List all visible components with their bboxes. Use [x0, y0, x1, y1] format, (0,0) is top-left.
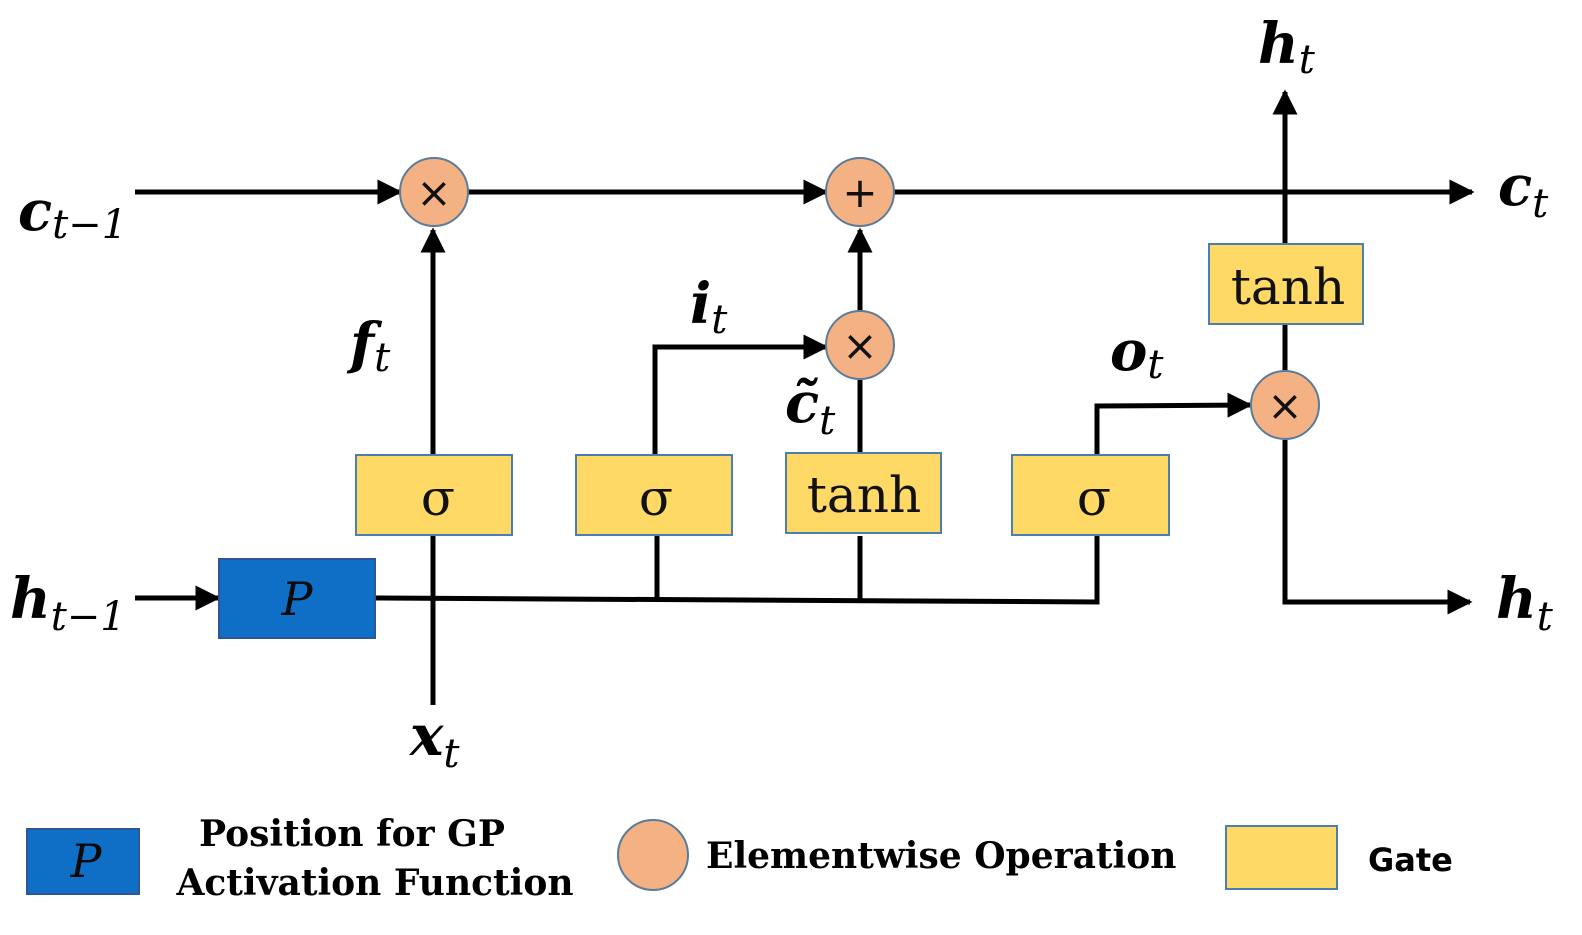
legend-gate-label: Gate — [1368, 841, 1453, 879]
label-h-t-right: ht — [1496, 566, 1554, 640]
forget-gate-label: σ — [421, 469, 455, 527]
legend-gate-swatch — [1225, 825, 1338, 890]
label-c-t: ct — [1498, 153, 1549, 227]
label-c-prev: ct−1 — [18, 178, 127, 248]
p-block-label: P — [281, 572, 314, 626]
label-i-t: it — [690, 271, 728, 343]
hidden-bus-wire — [375, 536, 1100, 605]
legend-gate-item: Gate — [1225, 825, 1453, 890]
label-o-t: ot — [1110, 318, 1164, 388]
legend-p-label-line2: Activation Function — [175, 862, 573, 904]
legend-op-item: Elementwise Operation — [617, 819, 1176, 891]
forget-multiply-op: × — [399, 157, 469, 227]
legend: P Position for GP Activation Function El… — [26, 813, 1453, 904]
cell-tanh-gate: tanh — [1208, 243, 1364, 325]
output-gate: σ — [1011, 454, 1170, 536]
label-h-prev: ht−1 — [10, 566, 126, 640]
label-f-t: ft — [346, 311, 391, 381]
cell-tanh-label: tanh — [1231, 258, 1345, 316]
legend-p-item: P Position for GP Activation Function — [26, 813, 574, 904]
input-gate: σ — [575, 454, 733, 536]
output-multiply-op: × — [1250, 370, 1320, 440]
forget-gate: σ — [355, 454, 513, 536]
input-gate-label: σ — [639, 469, 673, 527]
candidate-gate: tanh — [785, 452, 942, 534]
cell-add-symbol: + — [842, 168, 877, 217]
input-multiply-op: × — [825, 310, 895, 380]
legend-op-label: Elementwise Operation — [706, 835, 1176, 877]
legend-p-symbol: P — [70, 834, 103, 888]
forget-multiply-symbol: × — [416, 168, 451, 217]
input-gate-output-wire — [652, 334, 829, 455]
hidden-output-wire — [1282, 440, 1473, 615]
label-x-t: xt — [409, 703, 460, 777]
candidate-gate-label: tanh — [807, 466, 921, 524]
legend-op-swatch — [617, 819, 689, 891]
input-multiply-symbol: × — [842, 321, 877, 370]
legend-p-label-line1: Position for GP — [199, 813, 505, 855]
legend-p-swatch — [26, 828, 140, 895]
p-block: P — [218, 558, 376, 639]
label-c-tilde: c̃t — [785, 370, 836, 444]
output-gate-label: σ — [1077, 469, 1111, 527]
wires — [135, 89, 1475, 705]
label-h-t-top: ht — [1258, 11, 1316, 83]
output-multiply-symbol: × — [1267, 381, 1302, 430]
cell-add-op: + — [825, 157, 895, 227]
output-gate-output-wire — [1094, 392, 1253, 455]
